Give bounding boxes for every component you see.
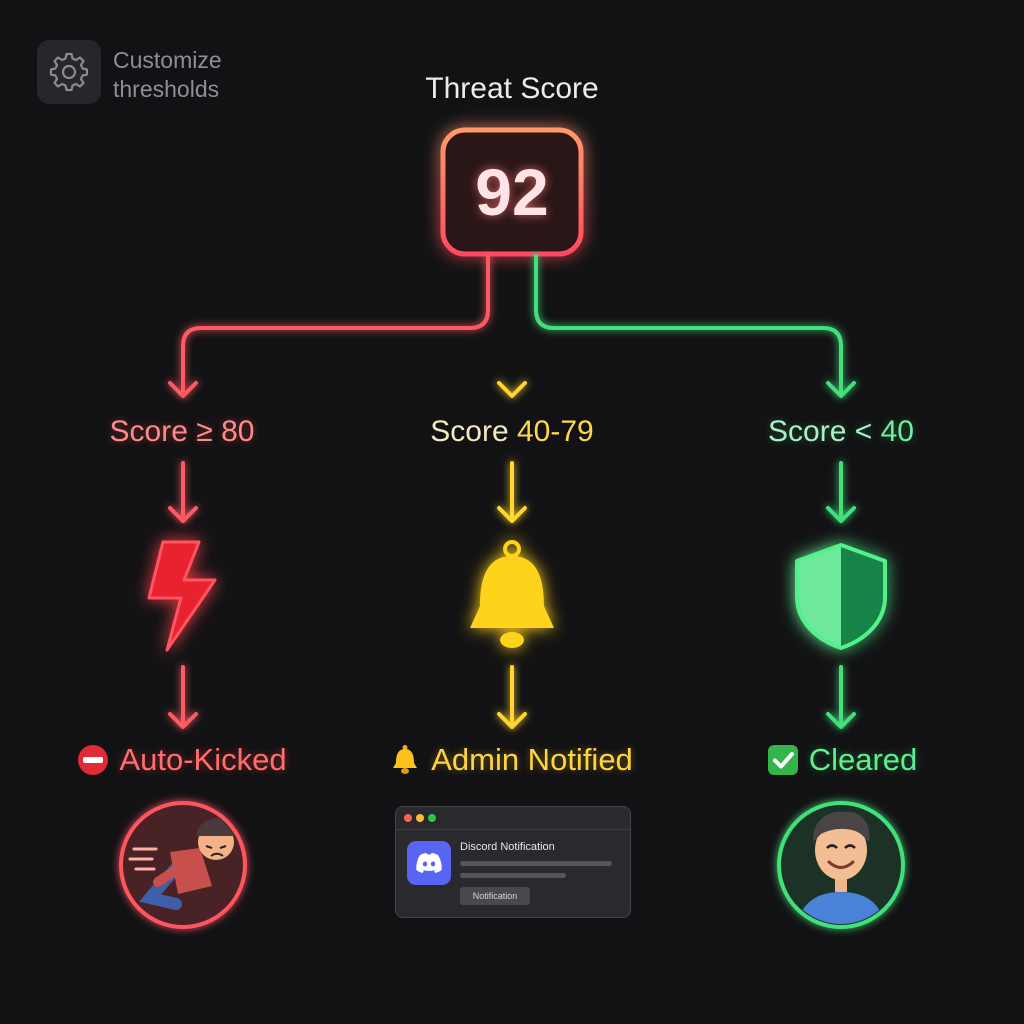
outcome-cleared-label: Cleared: [808, 742, 918, 777]
branch-label-low-prefix: Score <: [768, 415, 881, 448]
notification-button[interactable]: Notification: [460, 887, 530, 905]
green-arrow-1: [826, 381, 856, 398]
no-entry-icon: [78, 745, 109, 775]
customize-thresholds-button[interactable]: [37, 40, 101, 104]
customize-thresholds-label[interactable]: Customize thresholds: [113, 47, 222, 102]
branch-label-medium-prefix: Score: [430, 415, 517, 448]
outcome-admin-notified-label: Admin Notified: [431, 742, 633, 777]
branch-label-high: Score ≥ 80: [12, 415, 352, 449]
branch-label-medium-value: 40-79: [516, 415, 594, 448]
red-arrow-1: [168, 381, 198, 398]
outcome-admin-notified: Admin Notified: [331, 742, 691, 778]
notification-title: Discord Notification: [460, 841, 555, 853]
window-close-dot: [404, 814, 412, 822]
yellow-arrow-3: [497, 665, 527, 729]
green-arrow-2: [826, 461, 856, 523]
window-maximize-dot: [428, 814, 436, 822]
branch-label-medium: Score 40-79: [342, 415, 682, 449]
lightning-bolt-icon: [147, 540, 217, 652]
discord-logo-icon: [407, 841, 451, 885]
shield-icon: [795, 543, 887, 650]
branch-label-high-prefix: Score ≥: [109, 415, 222, 448]
happy-user-avatar: [777, 801, 905, 929]
outcome-auto-kicked-label: Auto-Kicked: [119, 742, 287, 777]
notification-titlebar: [396, 807, 630, 830]
window-minimize-dot: [416, 814, 424, 822]
branch-label-low-value: 40: [880, 415, 914, 448]
green-arrow-3: [826, 665, 856, 729]
threat-score-title: Threat Score: [425, 72, 599, 105]
yellow-arrow-1: [497, 381, 527, 398]
threat-score-value: 92: [475, 155, 549, 229]
bell-icon: [470, 540, 554, 648]
discord-notification-card: Discord Notification Notification: [395, 806, 631, 918]
notification-text-placeholder-line: [460, 873, 566, 878]
kicked-user-avatar: [119, 801, 247, 929]
yellow-arrow-2: [497, 461, 527, 523]
red-connector-line: [181, 254, 490, 394]
branch-label-low: Score < 40: [671, 415, 1011, 449]
bell-emoji-icon: [393, 745, 418, 774]
notification-text-placeholder-line: [460, 861, 612, 866]
outcome-auto-kicked: Auto-Kicked: [2, 742, 362, 778]
outcome-cleared: Cleared: [662, 742, 1022, 778]
branch-label-high-value: 80: [221, 415, 255, 448]
green-connector-line: [534, 254, 843, 394]
red-arrow-2: [168, 461, 198, 523]
check-mark-icon: [767, 745, 798, 775]
gear-icon: [49, 52, 89, 92]
red-arrow-3: [168, 665, 198, 729]
